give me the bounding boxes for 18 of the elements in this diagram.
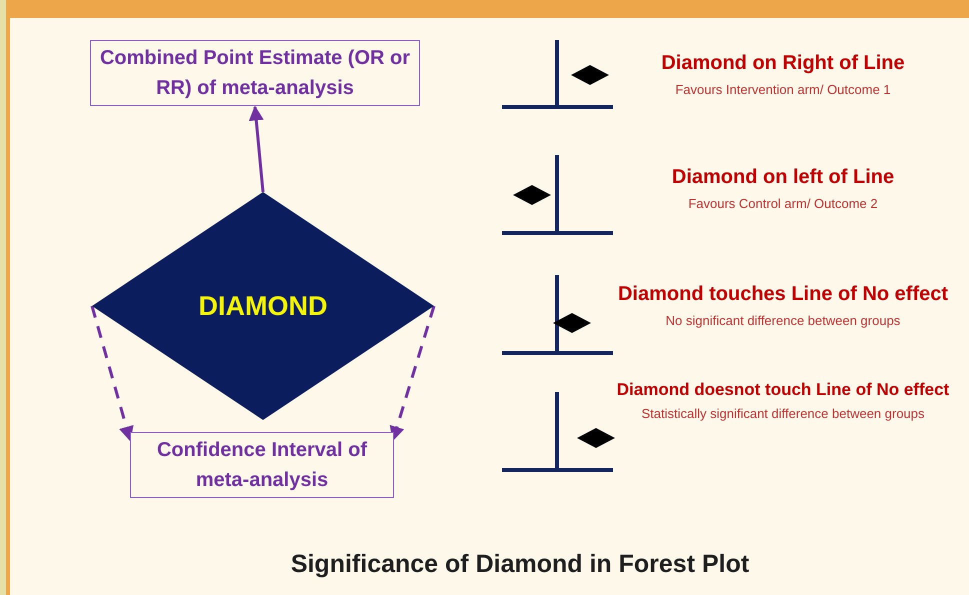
outcome-heading: Diamond doesnot touch Line of No effect: [616, 379, 950, 401]
arrow: [248, 106, 264, 192]
outcome-heading: Diamond touches Line of No effect: [616, 282, 950, 307]
diamond-label: DIAMOND: [198, 290, 328, 323]
outcome-note: Favours Control arm/ Outcome 2: [687, 195, 879, 213]
caption: Significance of Diamond in Forest Plot: [290, 549, 750, 580]
outcome-heading: Diamond on Right of Line: [660, 51, 906, 76]
diamond-shape: [92, 192, 434, 420]
outcome-heading: Diamond on left of Line: [670, 165, 896, 190]
arrow: [90, 306, 134, 442]
box-text: Combined Point Estimate (OR or RR) of meta-analysis: [99, 46, 411, 101]
outcome-note: Statistically significant difference between groups: [640, 405, 926, 423]
box-text: Confidence Interval of meta-analysis: [156, 438, 368, 493]
text-box: [130, 432, 394, 498]
outcome-note: Favours Intervention arm/ Outcome 1: [674, 81, 892, 99]
text-box: [90, 40, 420, 106]
arrow: [390, 306, 436, 442]
outcome-note: No significant difference between groups: [664, 312, 902, 330]
